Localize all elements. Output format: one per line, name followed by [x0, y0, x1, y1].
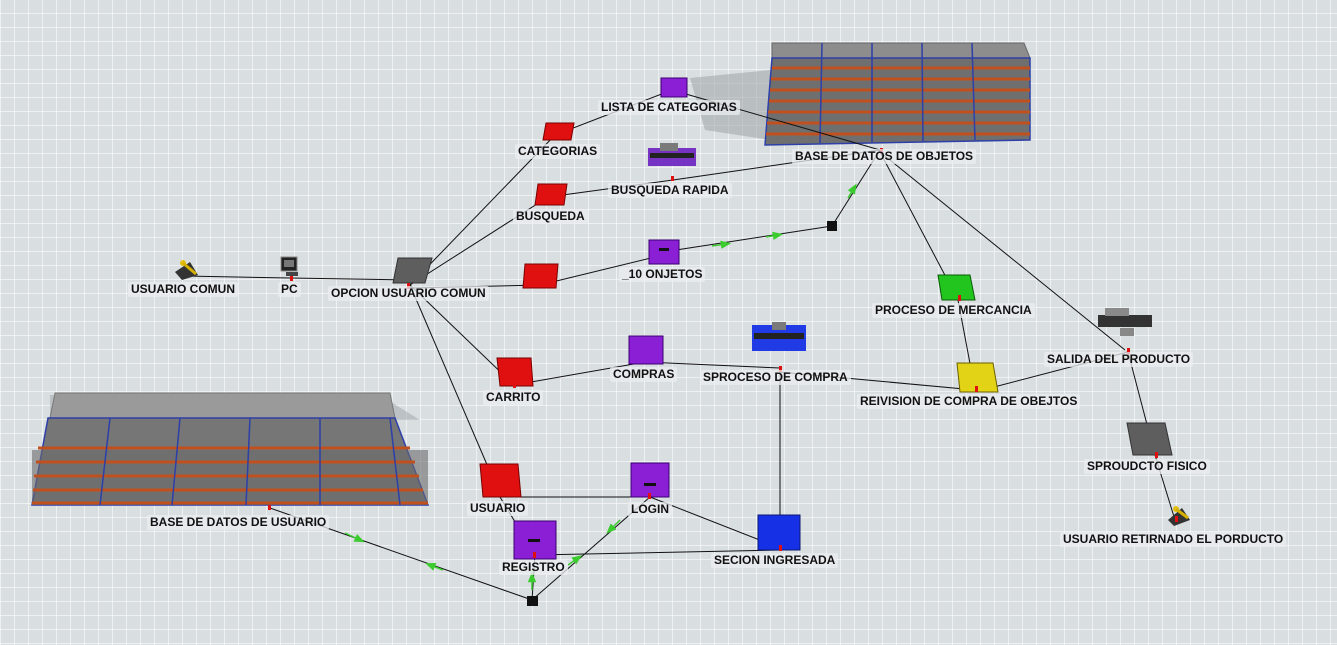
label-busqueda-rapida: BUSQUEDA RAPIDA: [608, 183, 732, 198]
rack-base-usuario[interactable]: [31, 392, 430, 506]
label-sproceso-compra: SPROCESO DE COMPRA: [700, 370, 851, 385]
processor-bar: [528, 539, 540, 542]
label-usuario-comun: USUARIO COMUN: [128, 282, 238, 297]
label-pc: PC: [278, 282, 301, 297]
categorias-node[interactable]: [542, 122, 575, 141]
operator-usuario-comun-icon[interactable]: [175, 260, 198, 280]
login-node[interactable]: [630, 462, 670, 498]
label-busqueda: BUSQUEDA: [513, 209, 588, 224]
label-opcion-usuario-comun: OPCION USUARIO COMUN: [328, 286, 489, 301]
label-carrito: CARRITO: [483, 390, 544, 405]
rack-base-objetos[interactable]: [764, 42, 1031, 146]
label-usuario-retirando: USUARIO RETIRNADO EL PORDUCTO: [1060, 532, 1287, 547]
compras-node[interactable]: [628, 335, 664, 365]
label-lista-categorias: LISTA DE CATEGORIAS: [598, 100, 740, 115]
diez-onjetos-node[interactable]: [648, 239, 680, 265]
label-secion-ingresada: SECION INGRESADA: [711, 553, 839, 568]
sink-objetos[interactable]: [827, 221, 837, 231]
revision-compra-node[interactable]: [956, 362, 999, 393]
connections: [184, 89, 1176, 601]
busqueda-node[interactable]: [534, 183, 568, 206]
sproceso-compra-node[interactable]: [752, 322, 806, 351]
queue-10-node[interactable]: [522, 263, 559, 289]
label-registro: REGISTRO: [499, 560, 568, 575]
operator-usuario-retirando-icon[interactable]: [1168, 506, 1190, 526]
secion-ingresada-node[interactable]: [757, 514, 801, 551]
sink-usuario[interactable]: [527, 596, 538, 606]
busqueda-rapida-node[interactable]: [648, 143, 696, 166]
usuario-node[interactable]: [479, 463, 522, 498]
processor-bar: [644, 483, 656, 486]
label-categorias: CATEGORIAS: [515, 144, 601, 159]
label-proceso-mercancia: PROCESO DE MERCANCIA: [872, 303, 1035, 318]
label-sproducto-fisico: SPROUDCTO FISICO: [1084, 459, 1210, 474]
label-diez-onjetos: _10 ONJETOS: [619, 267, 706, 282]
label-base-usuario: BASE DE DATOS DE USUARIO: [147, 515, 330, 530]
carrito-node[interactable]: [496, 357, 534, 387]
flow-arrows: [344, 183, 857, 590]
label-salida-producto: SALIDA DEL PRODUCTO: [1044, 352, 1194, 367]
sproducto-fisico-node[interactable]: [1126, 422, 1173, 456]
processor-bar: [659, 248, 669, 251]
label-compras: COMPRAS: [610, 367, 678, 382]
pc-icon[interactable]: [280, 256, 298, 276]
opcion-usuario-comun-node[interactable]: [392, 257, 433, 284]
proceso-mercancia-node[interactable]: [937, 274, 976, 301]
label-revision-compra: REIVISION DE COMPRA DE OBEJTOS: [857, 394, 1081, 409]
lista-categorias-node[interactable]: [660, 77, 688, 98]
label-base-objetos: BASE DE DATOS DE OBJETOS: [792, 149, 977, 164]
label-usuario: USUARIO: [467, 501, 529, 516]
salida-producto-node[interactable]: [1098, 308, 1152, 336]
label-login: LOGIN: [628, 502, 672, 517]
